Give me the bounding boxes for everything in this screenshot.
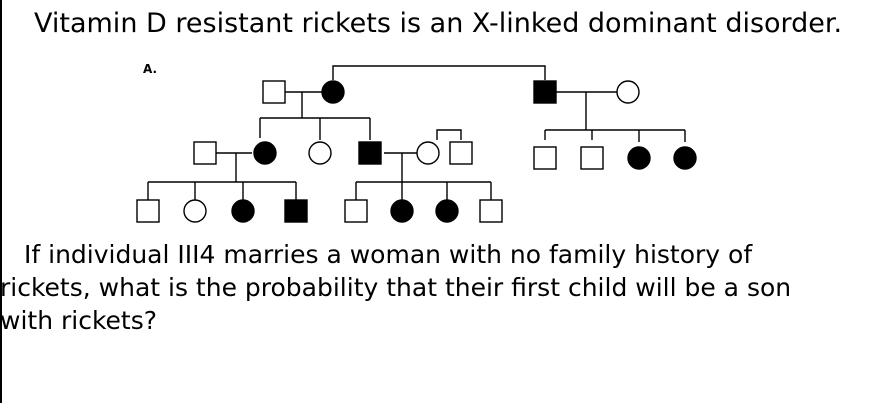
individual-ii10 <box>673 146 697 170</box>
individual-ii5 <box>416 141 440 165</box>
individual-iii5 <box>344 199 368 223</box>
left-border <box>0 0 2 403</box>
individual-iii7 <box>435 199 459 223</box>
individual-ii3 <box>308 141 332 165</box>
individual-ii2 <box>253 141 277 165</box>
individual-ii8 <box>580 146 604 170</box>
individual-iii2 <box>183 199 207 223</box>
individual-ii7 <box>533 146 557 170</box>
individual-ii9 <box>627 146 651 170</box>
individual-ii4 <box>358 141 382 165</box>
individual-i3 <box>533 80 557 104</box>
individual-iii6 <box>390 199 414 223</box>
pedigree-chart <box>136 65 697 223</box>
panel-label: A. <box>143 62 158 76</box>
question-line-3: with rickets? <box>0 306 158 335</box>
question-text: If individual III4 marries a woman with … <box>0 238 880 337</box>
individual-i4 <box>616 80 640 104</box>
question-line-2: rickets, what is the probability that th… <box>0 273 792 302</box>
pedigree-lines <box>147 65 686 200</box>
individual-iii1 <box>136 199 160 223</box>
individual-i1 <box>262 80 286 104</box>
heading: Vitamin D resistant rickets is an X-link… <box>34 8 843 39</box>
individual-iii3 <box>231 199 255 223</box>
individual-ii6 <box>449 141 473 165</box>
individual-i2 <box>321 80 345 104</box>
individual-iii8 <box>479 199 503 223</box>
individual-iii4 <box>284 199 308 223</box>
pedigree-symbols <box>136 80 697 223</box>
individual-ii1 <box>193 141 217 165</box>
question-line-1: If individual III4 marries a woman with … <box>24 240 753 269</box>
